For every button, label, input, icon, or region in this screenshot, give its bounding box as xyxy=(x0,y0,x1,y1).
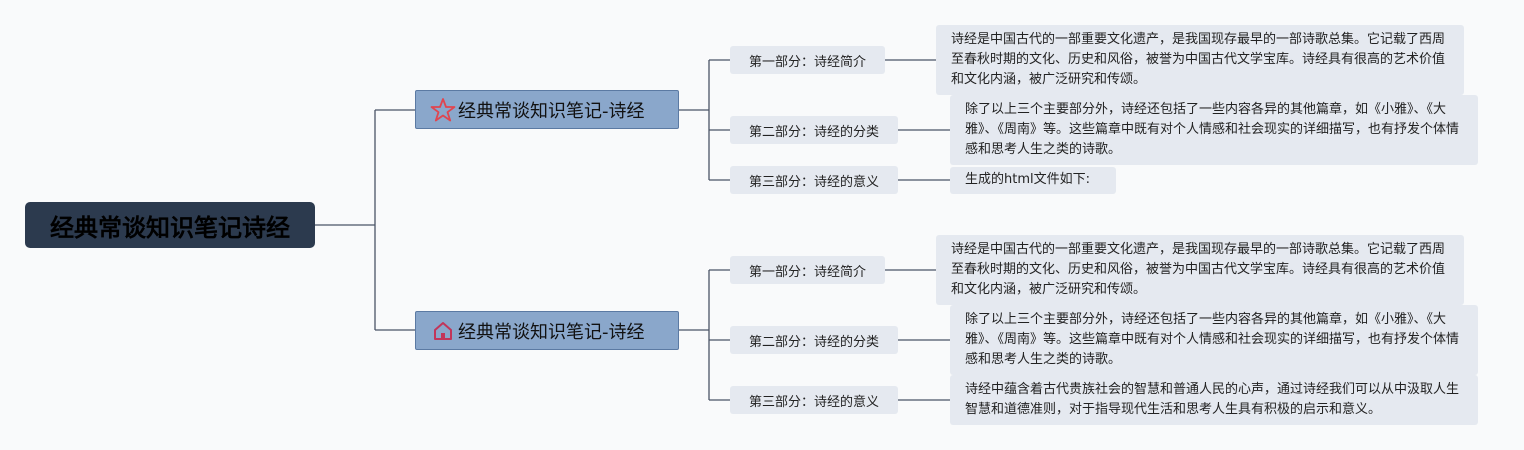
note-text: 诗经是中国古代的一部重要文化遗产，是我国现存最早的一部诗歌总集。它记载了西周至春… xyxy=(951,32,1446,87)
section-classification-1[interactable]: 第二部分：诗经的分类 xyxy=(730,116,898,144)
note-text: 除了以上三个主要部分外，诗经还包括了一些内容各异的其他篇章，如《小雅》、《大雅》… xyxy=(965,102,1460,157)
note-intro-2[interactable]: 诗经是中国古代的一部重要文化遗产，是我国现存最早的一部诗歌总集。它记载了西周至春… xyxy=(936,235,1464,305)
connector-leaves xyxy=(885,59,950,401)
note-text: 生成的html文件如下: xyxy=(965,172,1090,187)
branch-topic-2[interactable]: 经典常谈知识笔记-诗经 xyxy=(415,311,679,350)
branch-topic-1[interactable]: 经典常谈知识笔记-诗经 xyxy=(415,90,679,129)
connector-branch-2 xyxy=(679,269,730,401)
note-significance-1[interactable]: 生成的html文件如下: xyxy=(950,167,1116,194)
note-intro-1[interactable]: 诗经是中国古代的一部重要文化遗产，是我国现存最早的一部诗歌总集。它记载了西周至春… xyxy=(936,25,1464,95)
section-label: 第二部分：诗经的分类 xyxy=(748,334,879,350)
note-text: 诗经中蕴含着古代贵族社会的智慧和普通人民的心声，通过诗经我们可以从中汲取人生智慧… xyxy=(965,382,1460,417)
connector-root xyxy=(315,109,415,331)
section-intro-1[interactable]: 第一部分：诗经简介 xyxy=(730,46,885,74)
connector-branch-1 xyxy=(679,59,730,181)
branch-2-label: 经典常谈知识笔记-诗经 xyxy=(458,321,645,343)
section-significance-2[interactable]: 第三部分：诗经的意义 xyxy=(730,386,898,414)
root-topic[interactable]: 经典常谈知识笔记诗经 xyxy=(25,202,315,248)
section-label: 第一部分：诗经简介 xyxy=(748,54,866,70)
section-classification-2[interactable]: 第二部分：诗经的分类 xyxy=(730,326,898,354)
section-label: 第三部分：诗经的意义 xyxy=(748,174,879,190)
section-intro-2[interactable]: 第一部分：诗经简介 xyxy=(730,256,885,284)
note-significance-2[interactable]: 诗经中蕴含着古代贵族社会的智慧和普通人民的心声，通过诗经我们可以从中汲取人生智慧… xyxy=(950,375,1478,425)
branch-1-label: 经典常谈知识笔记-诗经 xyxy=(458,100,645,122)
section-label: 第三部分：诗经的意义 xyxy=(748,394,879,410)
section-label: 第二部分：诗经的分类 xyxy=(748,124,879,140)
note-classification-1[interactable]: 除了以上三个主要部分外，诗经还包括了一些内容各异的其他篇章，如《小雅》、《大雅》… xyxy=(950,95,1478,165)
section-label: 第一部分：诗经简介 xyxy=(748,264,866,280)
note-text: 诗经是中国古代的一部重要文化遗产，是我国现存最早的一部诗歌总集。它记载了西周至春… xyxy=(951,242,1446,297)
star-icon xyxy=(430,97,456,121)
home-icon xyxy=(434,321,452,340)
section-significance-1[interactable]: 第三部分：诗经的意义 xyxy=(730,166,898,194)
note-classification-2[interactable]: 除了以上三个主要部分外，诗经还包括了一些内容各异的其他篇章，如《小雅》、《大雅》… xyxy=(950,305,1478,375)
note-text: 除了以上三个主要部分外，诗经还包括了一些内容各异的其他篇章，如《小雅》、《大雅》… xyxy=(965,312,1460,367)
